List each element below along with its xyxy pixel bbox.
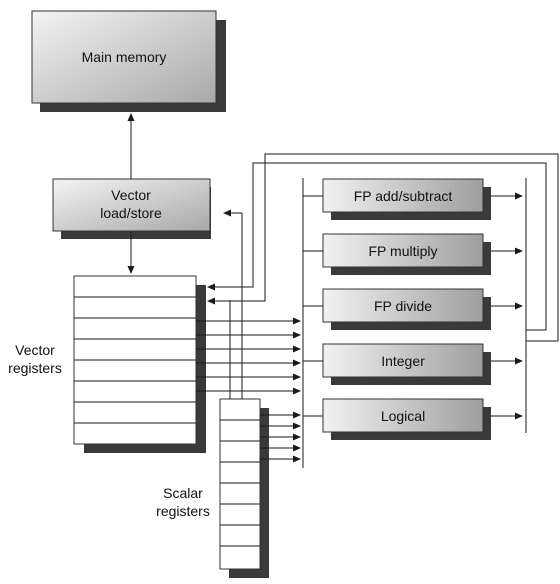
unit-label-fp-divide: FP divide <box>374 298 432 314</box>
load-store-label-line2: load/store <box>100 205 162 221</box>
vector-registers-block <box>73 275 206 453</box>
unit-label-fp-add-subtract: FP add/subtract <box>354 188 453 204</box>
main-memory-box: Main memory <box>31 10 226 112</box>
unit-label-logical: Logical <box>381 408 425 424</box>
vector-register-dividers <box>74 296 196 424</box>
main-memory-label: Main memory <box>82 49 167 65</box>
feedback-loop-outer <box>207 162 547 331</box>
vector-registers-label-line2: registers <box>8 360 62 376</box>
scalar-register-dividers <box>220 419 260 547</box>
vector-register-output-wires <box>196 317 301 395</box>
unit-logical: Logical <box>303 398 523 440</box>
scalar-register-output-wires <box>260 411 301 463</box>
scalar-registers-label-line1: Scalar <box>163 485 203 501</box>
scalar-registers-block <box>219 398 269 578</box>
unit-label-fp-multiply: FP multiply <box>369 243 438 259</box>
unit-fp-add-subtract: FP add/subtract <box>303 178 523 220</box>
vector-registers-label-line1: Vector <box>15 342 55 358</box>
unit-integer: Integer <box>303 343 523 385</box>
vector-load-store-box: Vector load/store <box>52 178 211 239</box>
load-store-label-line1: Vector <box>111 187 151 203</box>
unit-fp-divide: FP divide <box>303 288 523 330</box>
scalar-registers-label-line2: registers <box>156 503 210 519</box>
feedback-loop-inner <box>207 153 559 341</box>
unit-label-integer: Integer <box>381 353 425 369</box>
unit-fp-multiply: FP multiply <box>303 233 523 275</box>
